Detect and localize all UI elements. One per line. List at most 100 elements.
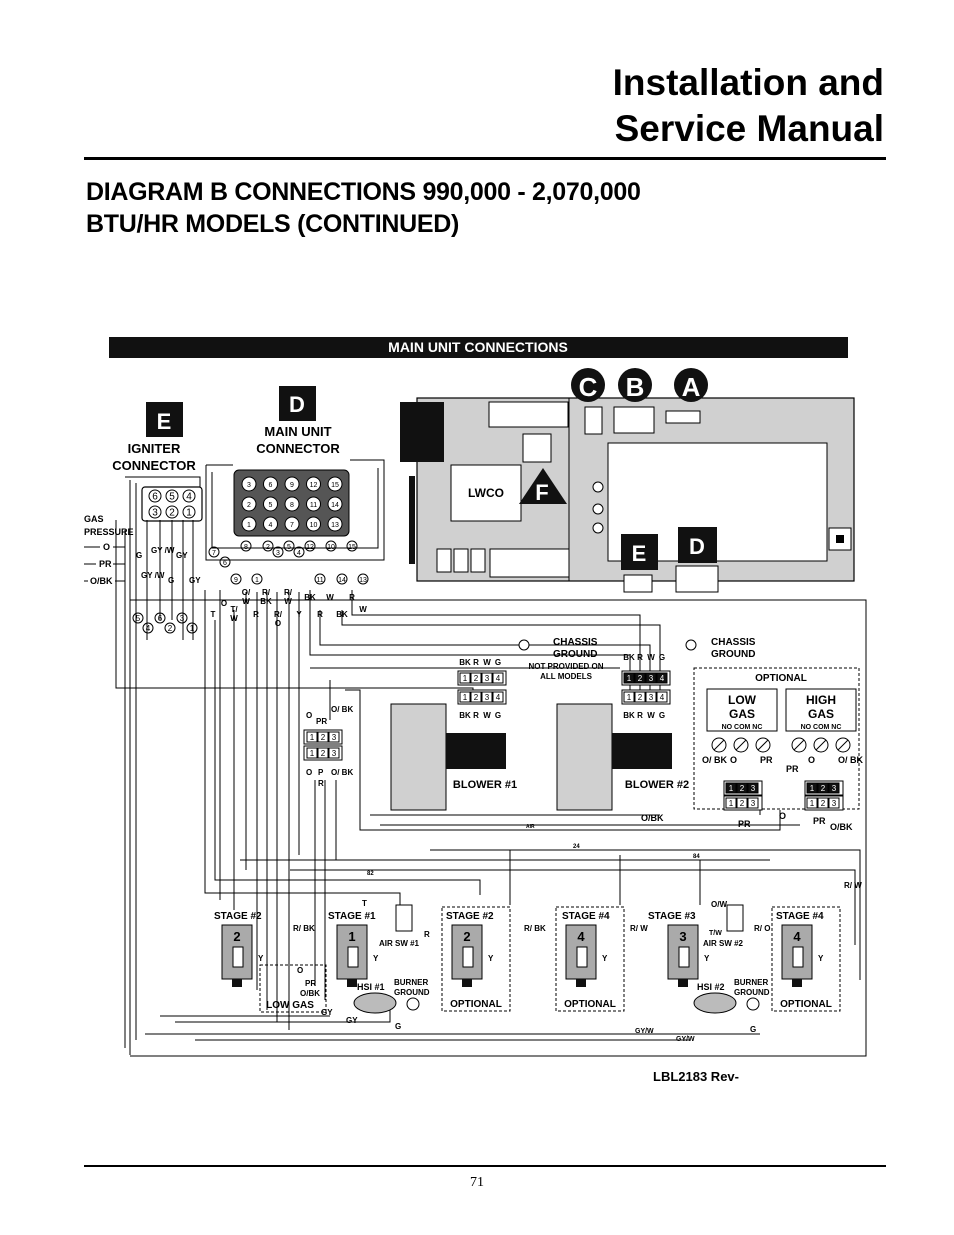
muc-pin-label: 8 [290, 502, 294, 509]
gas-valve-coil [347, 946, 359, 968]
plug-pin-label: 3 [485, 674, 490, 683]
plug-pin [328, 731, 340, 743]
main-wire-label: T [211, 610, 216, 619]
gas-valve-base [347, 979, 357, 987]
main-wire-label: T/ [230, 605, 238, 614]
plug-pin-label: 1 [627, 674, 632, 683]
igniter-pin-label: 4 [186, 492, 192, 503]
main-wire-pin [208, 546, 220, 558]
plug-wire-label: R [473, 711, 479, 720]
plug-pin [725, 797, 737, 809]
plug-pin [656, 672, 668, 684]
burner-ground-2-l2: GROUND [734, 988, 770, 997]
label-obk-bottom-2: O/BK [830, 822, 853, 832]
main-wire-label: R [253, 610, 259, 619]
plug-pin [828, 782, 840, 794]
plug-wire-label: R [473, 658, 479, 667]
stage-wire-y: Y [818, 954, 824, 963]
plug-pin [725, 782, 737, 794]
main-wire-pin-label: 6 [223, 560, 227, 567]
badge-e-text: E [157, 409, 172, 434]
board-mount-dot [836, 535, 844, 543]
plug-pin-label: 1 [729, 799, 734, 808]
banner-bar [109, 337, 848, 358]
label-gy-1: GY [321, 1008, 333, 1017]
harness-wires [115, 459, 867, 1057]
igniter-wire-pin-label: 3 [180, 614, 185, 623]
plug-pin-label: 1 [810, 784, 815, 793]
muc-pin-label: 3 [247, 482, 251, 489]
stage-title: STAGE #3 [648, 911, 696, 922]
mid-label-obk: O/ BK [331, 705, 353, 714]
low-gas-switch [706, 688, 778, 732]
chassis-ground-1-icon [518, 639, 530, 651]
plug-pin [806, 782, 818, 794]
label-tw: T/W [709, 930, 722, 937]
switch-screw-slot [837, 739, 849, 751]
board-terminal-block [400, 402, 444, 462]
label-gyw-1: GY/W [635, 1028, 654, 1035]
igniter-title-1: IGNITER [128, 441, 181, 456]
lg-wire-pr: PR [760, 755, 773, 765]
muc-pin-label: 15 [331, 482, 339, 489]
muc-pin-label: 9 [290, 482, 294, 489]
plug-pin [645, 672, 657, 684]
plug-pin-label: 1 [463, 693, 468, 702]
switch-screw-slot [713, 739, 725, 751]
lwco-label: LWCO [468, 486, 504, 500]
stage-number: 2 [233, 929, 240, 944]
stage-wire-y: Y [373, 954, 379, 963]
label-rbk-1: R/ BK [293, 924, 315, 933]
switch-screw-slot [793, 739, 805, 751]
hsi-1-label: HSI #1 [357, 982, 385, 992]
low-gas-box-label: LOW GAS [266, 1000, 314, 1011]
label-g-2: G [750, 1025, 756, 1034]
stage-title: STAGE #2 [214, 911, 262, 922]
ign-wire-gyw: GY /W [151, 546, 175, 555]
plug-pin-label: 2 [321, 733, 326, 742]
plug-pin-label: 2 [321, 749, 326, 758]
plug-pin [306, 747, 318, 759]
blower-2-housing [556, 703, 613, 811]
muc-pin [327, 496, 343, 512]
plug-pin [481, 672, 493, 684]
low-gas-pr: PR [305, 979, 316, 988]
stage-title: STAGE #1 [328, 911, 376, 922]
header-b-block [613, 406, 655, 434]
main-wire-pin [272, 546, 284, 558]
muc-pin-label: 2 [247, 502, 251, 509]
low-gas-terms: NO COM NC [722, 724, 763, 731]
hg-wire-obk: O/ BK [838, 755, 864, 765]
igniter-wire-pin-label: 2 [168, 624, 173, 633]
header-d-block [675, 565, 719, 593]
muc-pin-label: 12 [310, 482, 318, 489]
label-gyw-2: GY/W [676, 1036, 695, 1043]
high-gas-l1: HIGH [806, 693, 836, 707]
label-o-bottom: O [779, 811, 786, 821]
label-ow: O/W [711, 900, 727, 909]
blower-1-motor [446, 733, 506, 769]
board-relay-1 [436, 548, 452, 573]
section-title-line1: DIAGRAM B CONNECTIONS 990,000 - 2,070,00… [86, 178, 641, 206]
igniter-pin [182, 505, 196, 519]
section-title-line2: BTU/HR MODELS (CONTINUED) [86, 210, 460, 238]
muc-pin [241, 476, 257, 492]
igniter-title-2: CONNECTOR [112, 458, 196, 473]
badge-f [519, 468, 567, 504]
gas-valve-coil [792, 946, 804, 968]
main-wire-label: R/ [262, 588, 271, 597]
plug-pin [736, 782, 748, 794]
high-gas-terms: NO COM NC [801, 724, 842, 731]
muc-pin [284, 496, 300, 512]
main-wire-label: W [359, 605, 367, 614]
plug-pin [645, 691, 657, 703]
gas-valve-coil [462, 946, 474, 968]
stage-wire-y: Y [602, 954, 608, 963]
stage-number: 1 [348, 929, 355, 944]
plug-pin-label: 3 [485, 693, 490, 702]
muc-pin-label: 6 [269, 482, 273, 489]
stage-wire-y: Y [488, 954, 494, 963]
optional-stage-label: OPTIONAL [780, 999, 832, 1010]
